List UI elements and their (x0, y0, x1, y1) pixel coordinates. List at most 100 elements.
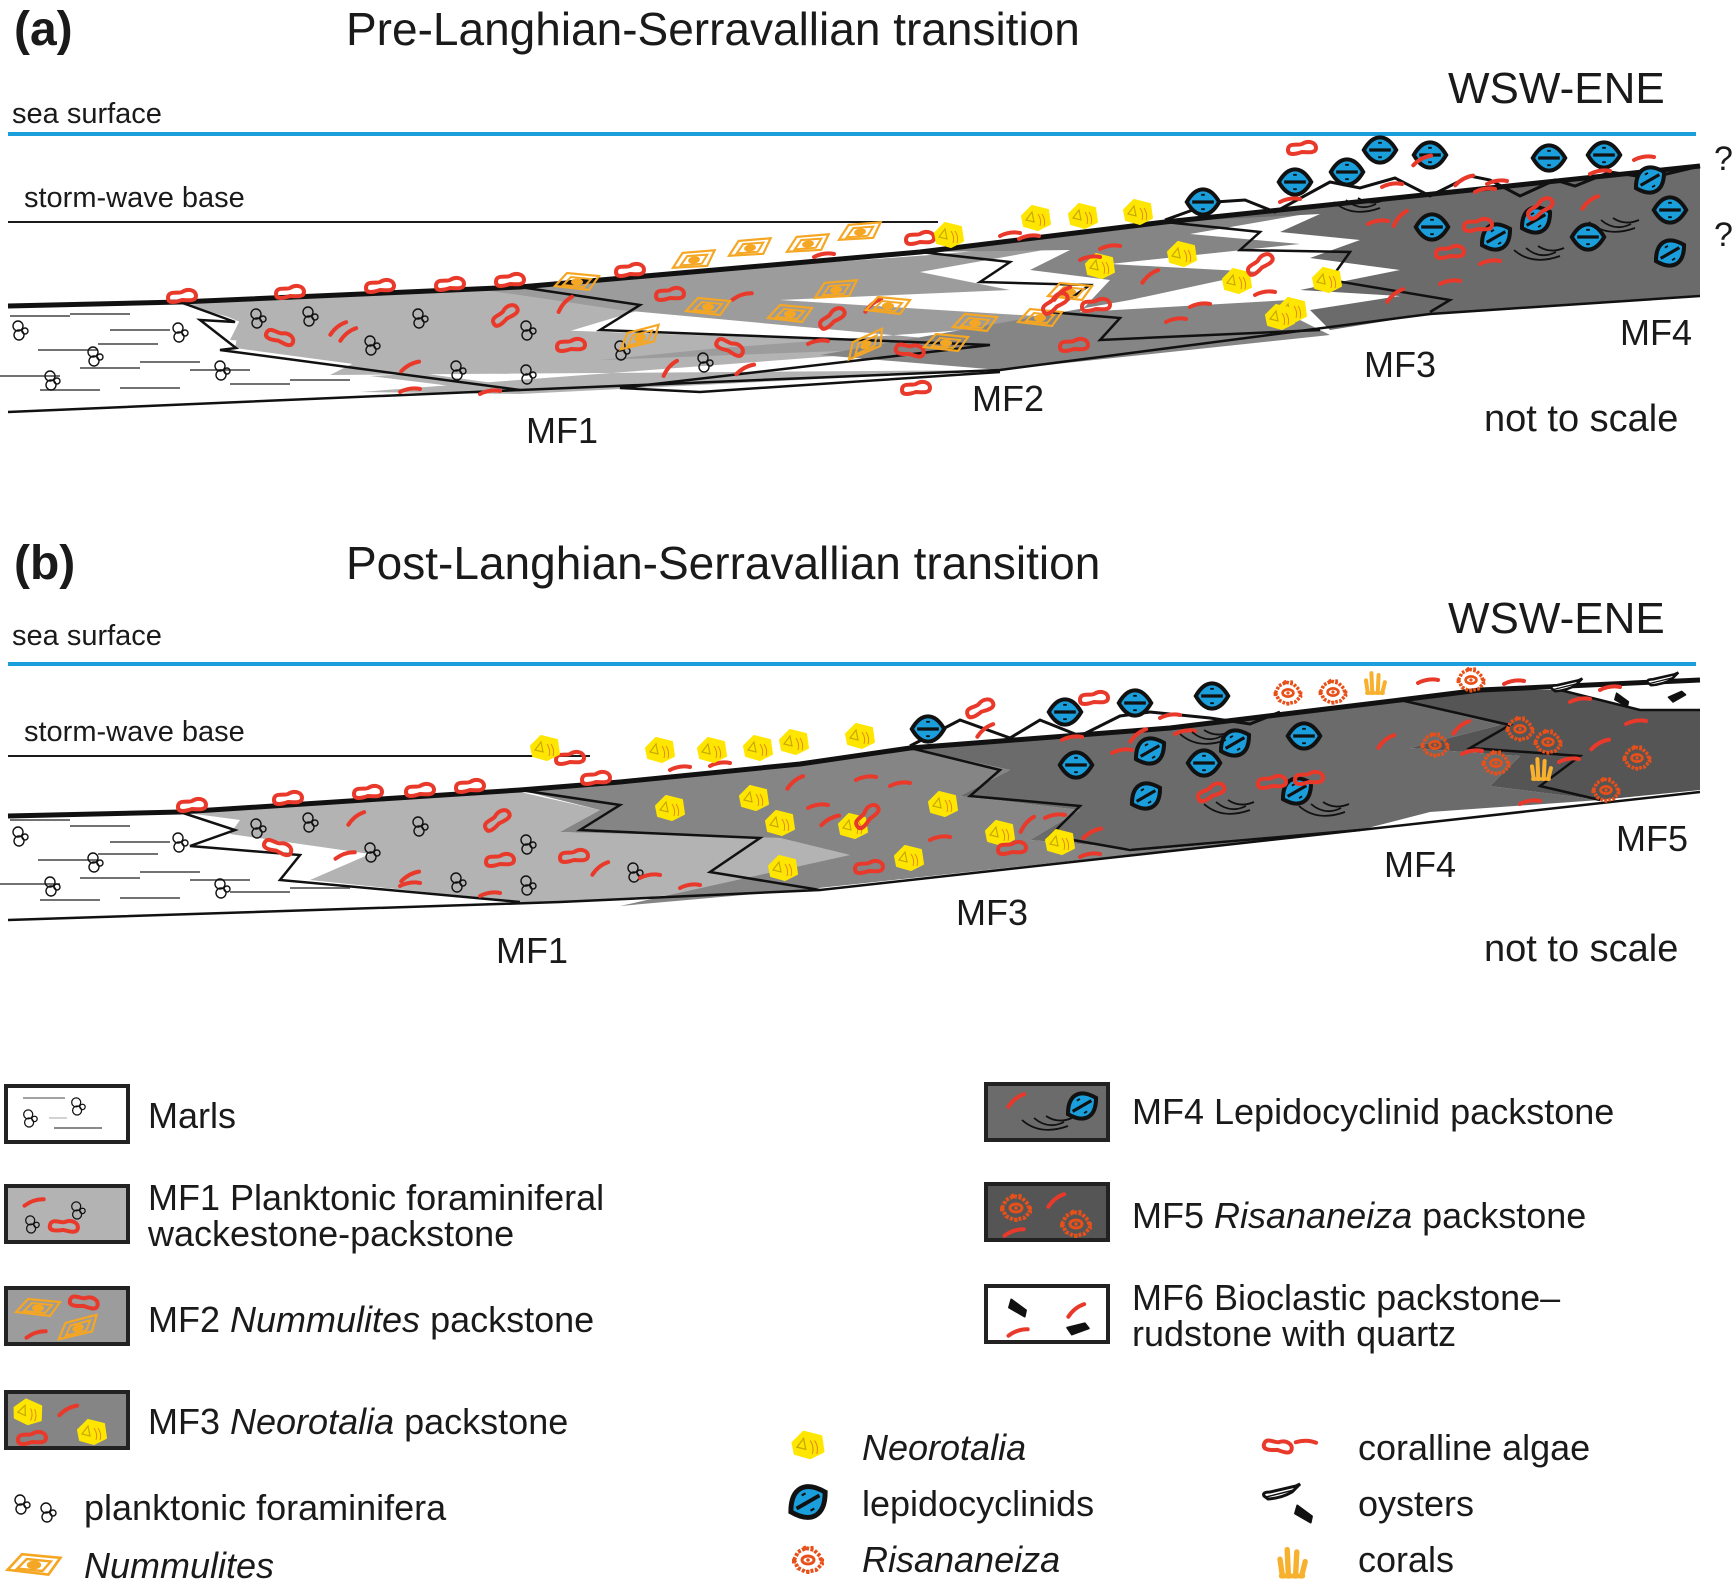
coralline-algae-fragment-icon (1043, 812, 1067, 820)
coralline-algae-fragment-icon (998, 230, 1022, 238)
mf1-mf3-contact (519, 788, 821, 892)
coralline-algae-fragment-icon (346, 810, 367, 827)
coralline-algae-icon (903, 229, 937, 246)
risananeiza-icon (791, 1545, 825, 1575)
bioclast-arcs-icon (1333, 197, 1385, 213)
coralline-algae-icon (1077, 689, 1111, 706)
coralline-algae-icon (453, 777, 487, 794)
panel-b-facies-mf4: MF4 (1384, 844, 1456, 885)
planktonic-foraminifera-icon (214, 360, 231, 381)
planktonic-foraminifera-icon (697, 352, 714, 373)
legend-symbol-coralline-algae: coralline algae (1358, 1427, 1591, 1468)
planktonic-foraminifera-icon (12, 826, 29, 847)
coralline-algae-fragment-icon (1006, 1327, 1030, 1338)
legend-label-mf5: MF5 Risananeiza packstone (1132, 1195, 1587, 1236)
coral-icon (1277, 1546, 1308, 1579)
coralline-algae-icon (1292, 769, 1326, 786)
panel-a-fossil-symbols (0, 135, 1689, 396)
panel-b-storm-wave-base-label: storm-wave base (24, 716, 245, 748)
coralline-algae-fragment-icon (1002, 1227, 1026, 1238)
planktonic-foraminifera-icon (250, 818, 267, 839)
bioclast-arcs-icon (1513, 245, 1565, 261)
mf1-mf2-contact (519, 285, 1001, 394)
mf3-body (520, 748, 1360, 906)
coralline-algae-fragment-icon (1017, 233, 1041, 241)
lepidocyclinid-icon (1585, 140, 1623, 170)
panel-a-facies-mf3: MF3 (1364, 344, 1436, 385)
risananeiza-icon (1318, 678, 1348, 705)
bioclast-arcs-icon (1203, 799, 1255, 815)
marls-mf1-contact (179, 300, 521, 392)
planktonic-foraminifera-icon (364, 335, 381, 356)
bioclast-arcs-icon (1179, 729, 1231, 745)
mf3-mf4-contact (909, 746, 1361, 852)
neorotalia-icon (1123, 199, 1153, 225)
planktonic-foraminifera-icon (12, 320, 29, 341)
bioclast-arcs-icon (1588, 217, 1640, 233)
neorotalia-icon (1312, 267, 1342, 293)
ramp-top-outline (7, 677, 1701, 819)
legend-symbol-nummulites: Nummulites (84, 1545, 275, 1586)
risananeiza-icon (1456, 666, 1486, 693)
legend-label-marls: Marls (148, 1095, 236, 1136)
coralline-algae-icon (1261, 1438, 1319, 1455)
neorotalia-icon (645, 737, 675, 763)
coralline-algae-icon (67, 1294, 100, 1311)
panel-b-facies-mf3: MF3 (956, 892, 1028, 933)
coralline-algae-fragment-icon (1018, 814, 1037, 834)
coralline-algae-fragment-icon (785, 774, 806, 791)
coralline-algae-fragment-icon (1164, 316, 1188, 324)
lepidocyclinid-icon (1285, 721, 1323, 751)
coralline-algae-icon (899, 379, 933, 396)
nummulites-icon (670, 249, 717, 269)
panel-b-label: (b) (14, 537, 76, 590)
coralline-algae-fragment-icon (1006, 1092, 1027, 1109)
nummulites-icon (618, 323, 661, 351)
panel-a-sea-surface-label: sea surface (12, 98, 162, 130)
legend-symbol-neorotalia: Neorotalia (862, 1427, 1027, 1468)
panel-a-storm-wave-base-label: storm-wave base (24, 182, 245, 214)
coral-icon (1363, 671, 1387, 696)
coralline-algae-fragment-icon (478, 388, 502, 396)
coralline-algae-icon (818, 306, 847, 331)
lepidocyclinid-icon (1185, 748, 1223, 778)
coralline-algae-fragment-icon (590, 860, 611, 877)
neorotalia-icon (655, 795, 685, 821)
coralline-algae-icon (491, 303, 520, 328)
legend-symbol-oysters: oysters (1358, 1483, 1475, 1524)
nummulites-icon (683, 296, 733, 317)
risananeiza-icon (1533, 728, 1563, 755)
panel-a-facies-mf1: MF1 (526, 410, 598, 451)
planktonic-foraminifera-icon (450, 872, 467, 893)
coralline-algae-fragment-icon (1598, 684, 1622, 692)
coralline-algae-fragment-icon (478, 890, 502, 898)
coralline-algae-fragment-icon (1518, 798, 1542, 806)
coralline-algae-icon (493, 271, 527, 288)
coralline-algae-fragment-icon (398, 880, 422, 888)
coralline-algae-icon (1079, 296, 1113, 313)
neorotalia-icon (791, 1430, 825, 1460)
coralline-algae-icon (1526, 196, 1555, 221)
risananeiza-icon (1591, 776, 1621, 803)
coralline-algae-fragment-icon (399, 359, 422, 374)
planktonic-foraminifera-icon (520, 834, 537, 855)
nummulites-icon (847, 327, 884, 362)
coralline-algae-icon (47, 1219, 80, 1234)
coralline-algae-fragment-icon (708, 760, 732, 768)
lepidocyclinid-icon (1184, 187, 1222, 217)
oyster-fragment-icon (1614, 692, 1630, 708)
neorotalia-icon (1068, 203, 1098, 229)
coralline-algae-fragment-icon (1376, 733, 1397, 750)
planktonic-foraminifera-icon (44, 370, 61, 391)
panel-a-facies-mf4: MF4 (1620, 312, 1692, 353)
planktonic-foraminifera-icon (172, 322, 189, 343)
coralline-algae-fragment-icon (888, 780, 912, 788)
planktonic-foraminifera-icon (412, 308, 429, 329)
coralline-algae-fragment-icon (1478, 258, 1502, 266)
coralline-algae-icon (1433, 243, 1467, 260)
nummulites-icon (1015, 307, 1065, 328)
oyster-fragment-icon (1667, 690, 1687, 703)
coralline-algae-fragment-icon (399, 869, 422, 884)
coralline-algae-icon (557, 847, 591, 864)
coralline-algae-fragment-icon (678, 882, 702, 890)
